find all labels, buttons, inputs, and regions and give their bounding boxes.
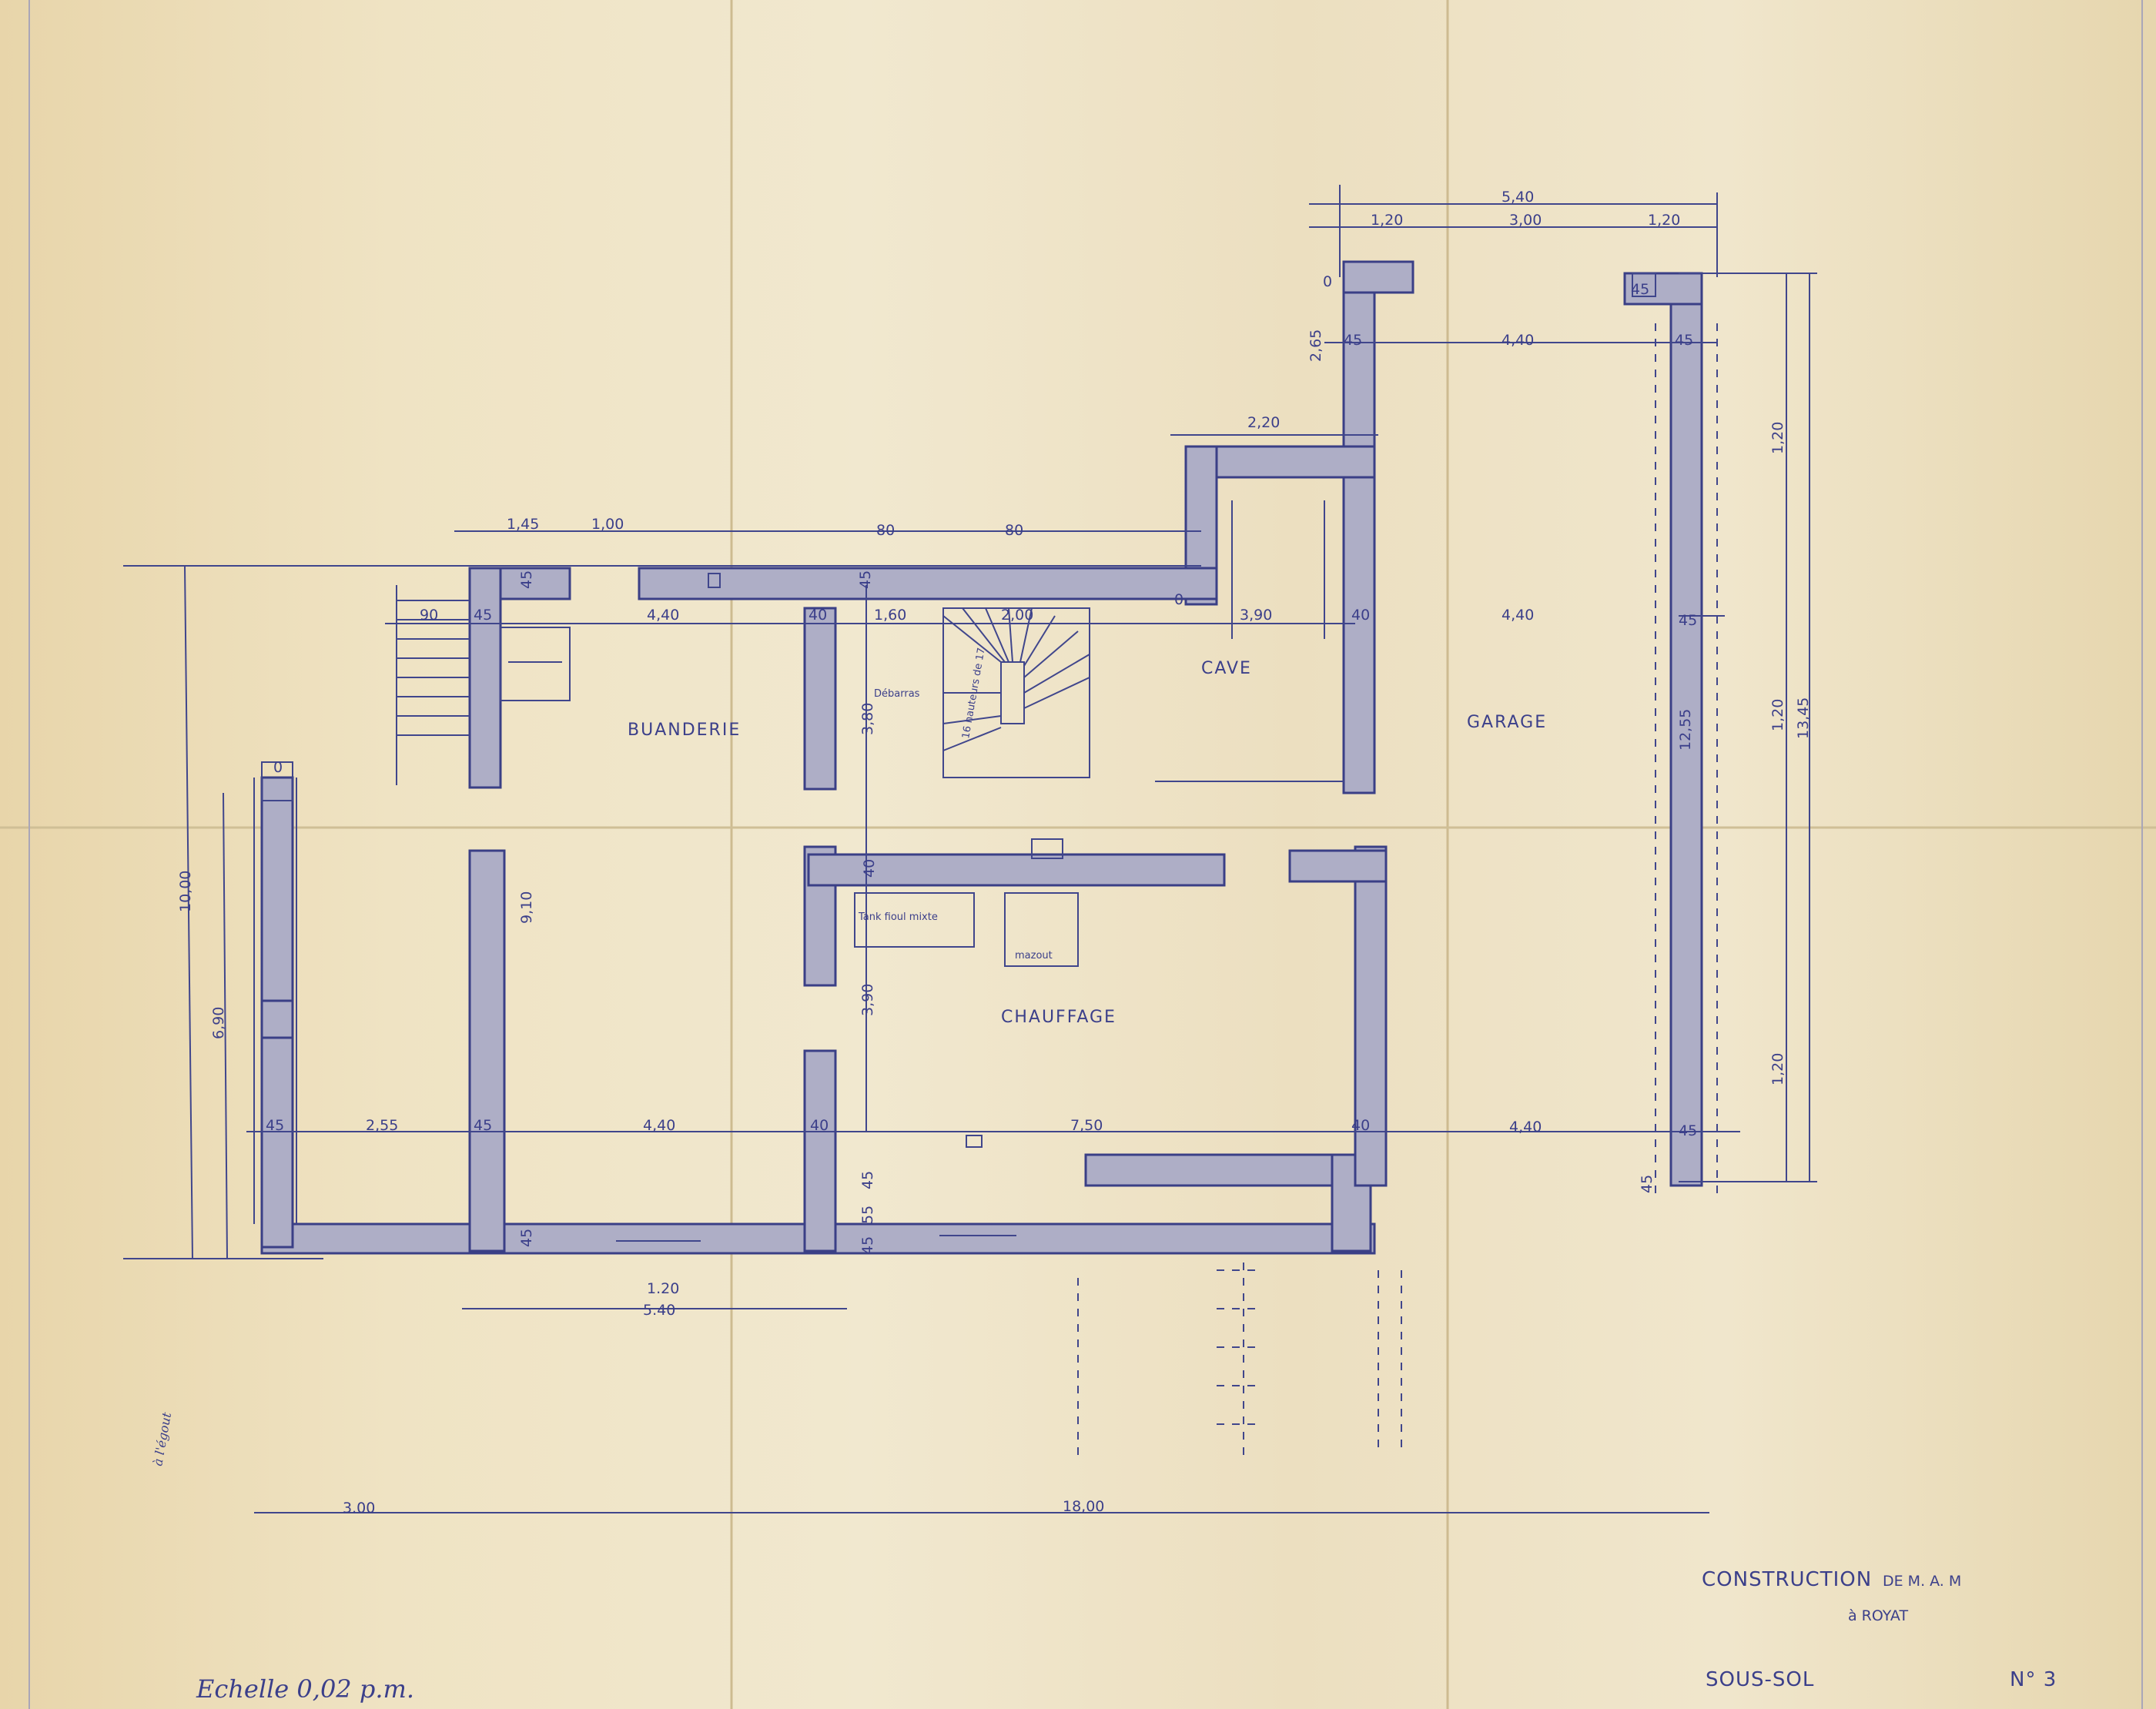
dimension-lines: [123, 185, 1817, 1513]
dim-90: 90: [420, 607, 438, 624]
chauffage-east-stub: [1288, 849, 1388, 883]
dim-0a: 0: [1323, 273, 1332, 290]
tank-box: [854, 892, 975, 948]
chauffage-west-lower: [803, 1049, 837, 1252]
dim-0b: 0: [1174, 591, 1183, 608]
dim-45j: 45: [1679, 1122, 1697, 1139]
dim-45g: 45: [1679, 612, 1697, 629]
east-wall-top: [1623, 272, 1703, 306]
dim-160: 1,60: [874, 607, 906, 624]
title-block: CONSTRUCTION DE M. A. M à ROYAT SOUS-SOL…: [150, 1411, 2057, 1704]
dim-200: 2,00: [1001, 607, 1033, 624]
dim-40d: 40: [810, 1117, 829, 1134]
dim-top-300: 3,00: [1509, 212, 1542, 229]
dim-40e: 40: [1351, 1117, 1370, 1134]
egout-note: à l'égout: [150, 1411, 174, 1467]
mazout-box: [1004, 892, 1079, 967]
dim-40a: 40: [808, 607, 827, 624]
dim-45d: 45: [518, 570, 535, 589]
dim-45m: 45: [859, 1236, 876, 1255]
title-construction: CONSTRUCTION: [1702, 1568, 1872, 1591]
dashed-foundation-lines: [1077, 323, 1718, 1463]
room-debarras: Débarras: [874, 688, 920, 700]
dim-1255: 12,55: [1677, 709, 1694, 751]
title-place: à ROYAT: [1848, 1607, 1908, 1624]
mazout-label: mazout: [1015, 950, 1053, 962]
dim-45e: 45: [857, 570, 874, 589]
dim-45h: 45: [266, 1117, 284, 1134]
dim-80a: 80: [876, 522, 895, 539]
dim-390a: 3,90: [1240, 607, 1272, 624]
dim-45f: 45: [474, 607, 492, 624]
west-pier: [260, 999, 294, 1039]
room-chauffage: CHAUFFAGE: [1001, 1008, 1116, 1027]
dim-40c: 40: [861, 859, 878, 878]
dim-40b: 40: [1351, 607, 1370, 624]
north-wall: [638, 567, 1218, 600]
dim-45a: 45: [1344, 332, 1362, 349]
dim-750: 7,50: [1070, 1117, 1103, 1134]
dim-45l: 45: [859, 1171, 876, 1189]
dim-145: 1,45: [507, 516, 539, 533]
dim-1000: 10,00: [177, 871, 194, 912]
dim-540b: 5.40: [643, 1302, 675, 1319]
dim-120r1: 1,20: [1769, 422, 1786, 454]
dim-300b: 3.00: [343, 1500, 375, 1517]
room-cave: CAVE: [1201, 659, 1252, 678]
buanderie-west-upper: [468, 567, 502, 789]
dim-45i: 45: [474, 1117, 492, 1134]
dim-380: 3,80: [859, 703, 876, 735]
dim-120r3: 1,20: [1769, 1053, 1786, 1085]
garage-west-top: [1342, 260, 1414, 294]
dim-120r2: 1,20: [1769, 699, 1786, 731]
dim-45k: 45: [1639, 1175, 1656, 1193]
dim-45b: 45: [1675, 332, 1693, 349]
dim-220: 2,20: [1247, 414, 1280, 431]
dim-690: 6,90: [210, 1007, 227, 1039]
dim-55: 55: [859, 1206, 876, 1224]
title-owner: DE M. A. M: [1883, 1573, 1961, 1590]
dim-top-540: 5,40: [1502, 189, 1534, 206]
room-buanderie: BUANDERIE: [628, 721, 741, 740]
tank-label: Tank fioul mixte: [858, 911, 938, 923]
dim-440a: 4,40: [1502, 332, 1534, 349]
scale-note: Echelle 0,02 p.m.: [196, 1674, 414, 1704]
dim-440d: 4,40: [643, 1117, 675, 1134]
dim-265: 2,65: [1307, 329, 1324, 362]
room-garage: GARAGE: [1467, 713, 1547, 732]
dim-80b: 80: [1005, 522, 1023, 539]
dim-120b: 1.20: [647, 1280, 679, 1297]
dim-910: 9,10: [518, 891, 535, 924]
dim-0c: 0: [273, 759, 283, 776]
dim-top-120a: 1,20: [1371, 212, 1403, 229]
south-wall-east: [1084, 1153, 1372, 1187]
dim-390b: 3,90: [859, 984, 876, 1016]
dim-255: 2,55: [366, 1117, 398, 1134]
openings-and-fixtures: [253, 273, 1656, 1242]
dim-45n: 45: [518, 1229, 535, 1247]
dim-440c: 4,40: [1502, 607, 1534, 624]
dim-100: 1,00: [591, 516, 624, 533]
room-labels: BUANDERIE Débarras CAVE GARAGE CHAUFFAGE…: [628, 647, 1547, 1027]
title-level: SOUS-SOL: [1706, 1668, 1814, 1691]
dimension-labels: 5,40 1,20 3,00 1,20 0 2,65 45 4,40 45 45…: [177, 189, 1812, 1517]
debarras-west-wall: [803, 607, 837, 791]
dim-1345: 13,45: [1795, 697, 1812, 739]
walls: [260, 260, 1703, 1255]
dim-45c: 45: [1631, 281, 1649, 298]
dim-440b: 4,40: [647, 607, 679, 624]
chauffage-north-wall: [807, 853, 1226, 887]
chauffage-east-wall: [1354, 845, 1388, 1187]
window-frame: [500, 627, 571, 701]
staircase-core: [1000, 661, 1025, 724]
dim-top-120b: 1,20: [1648, 212, 1680, 229]
dim-1800: 18,00: [1063, 1498, 1104, 1515]
title-sheet-number: N° 3: [2010, 1668, 2057, 1691]
dim-440e: 4,40: [1509, 1119, 1542, 1135]
buanderie-west-lower: [468, 849, 506, 1252]
